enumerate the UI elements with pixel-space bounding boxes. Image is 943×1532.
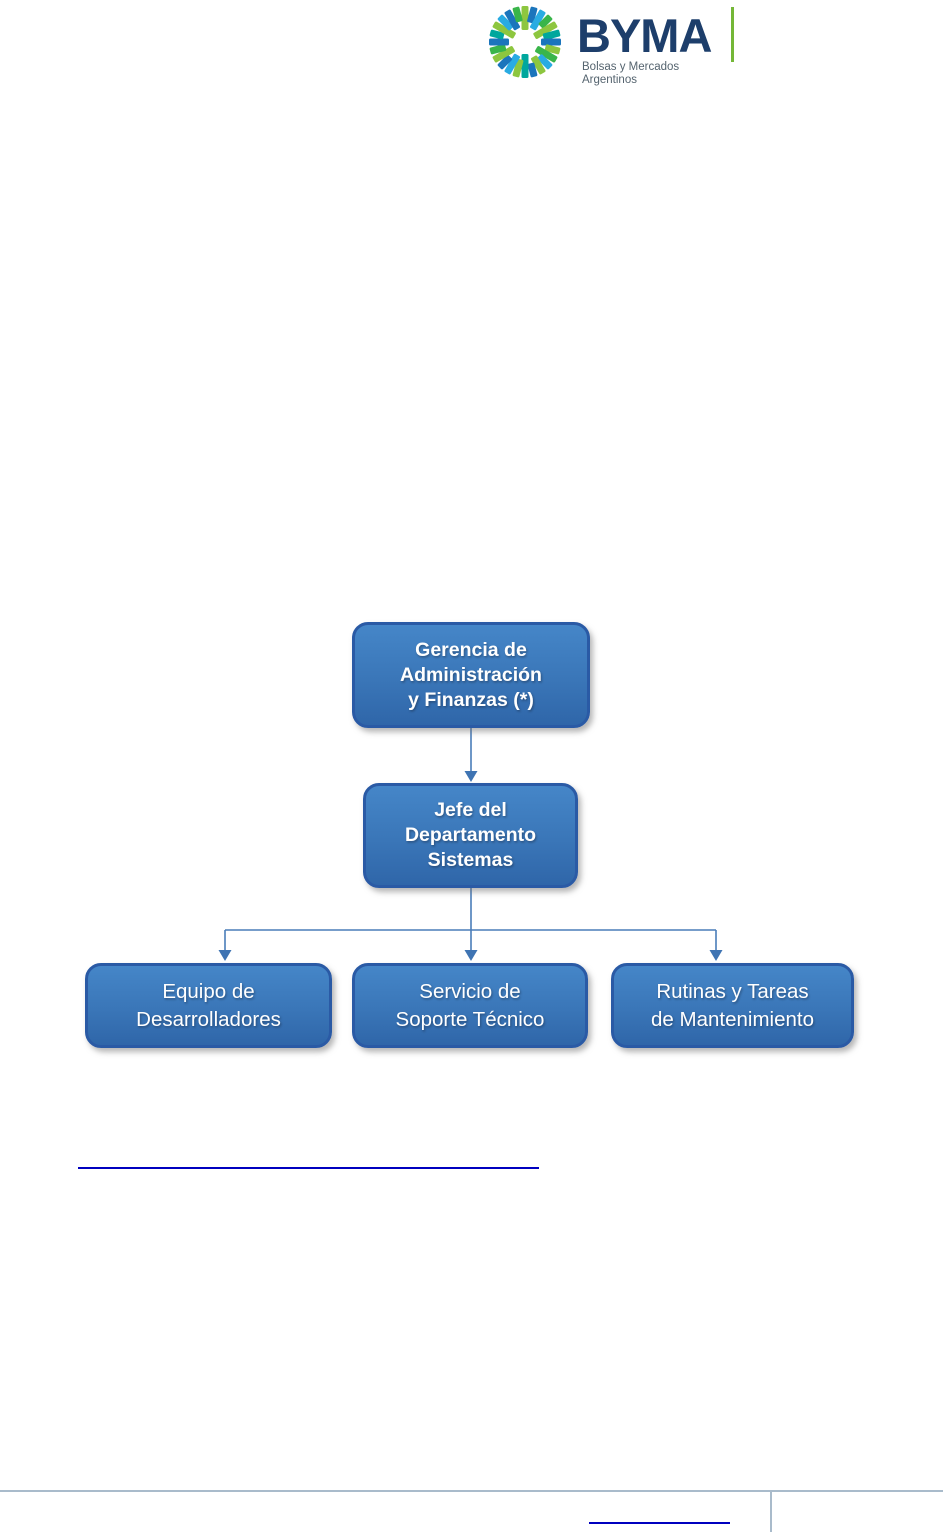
byma-burst-icon (489, 6, 561, 78)
org-node-gerencia-administracion-finanzas: Gerencia de Administración y Finanzas (*… (352, 622, 590, 728)
org-node-rutinas-tareas-mantenimiento: Rutinas y Tareas de Mantenimiento (611, 963, 854, 1048)
footnote-hyperlink-underline[interactable] (78, 1167, 539, 1169)
org-node-jefe-departamento-sistemas: Jefe del Departamento Sistemas (363, 783, 578, 888)
footer-horizontal-rule (0, 1490, 943, 1492)
byma-brand-word: BYMA (577, 9, 712, 62)
byma-logo-mark (486, 3, 564, 81)
footer-hyperlink-underline[interactable] (589, 1522, 730, 1524)
org-node-label: Equipo de Desarrolladores (136, 979, 281, 1031)
org-node-label: Gerencia de Administración y Finanzas (*… (400, 638, 542, 711)
org-node-equipo-desarrolladores: Equipo de Desarrolladores (85, 963, 332, 1048)
org-node-label: Rutinas y Tareas de Mantenimiento (651, 979, 814, 1031)
logo-separator-line (731, 7, 734, 62)
org-node-servicio-soporte-tecnico: Servicio de Soporte Técnico (352, 963, 588, 1048)
byma-brand-tagline: Bolsas y Mercados Argentinos (582, 61, 680, 86)
org-node-label: Jefe del Departamento Sistemas (404, 799, 537, 871)
footer-vertical-divider (770, 1492, 772, 1532)
org-node-label: Servicio de Soporte Técnico (395, 979, 545, 1031)
